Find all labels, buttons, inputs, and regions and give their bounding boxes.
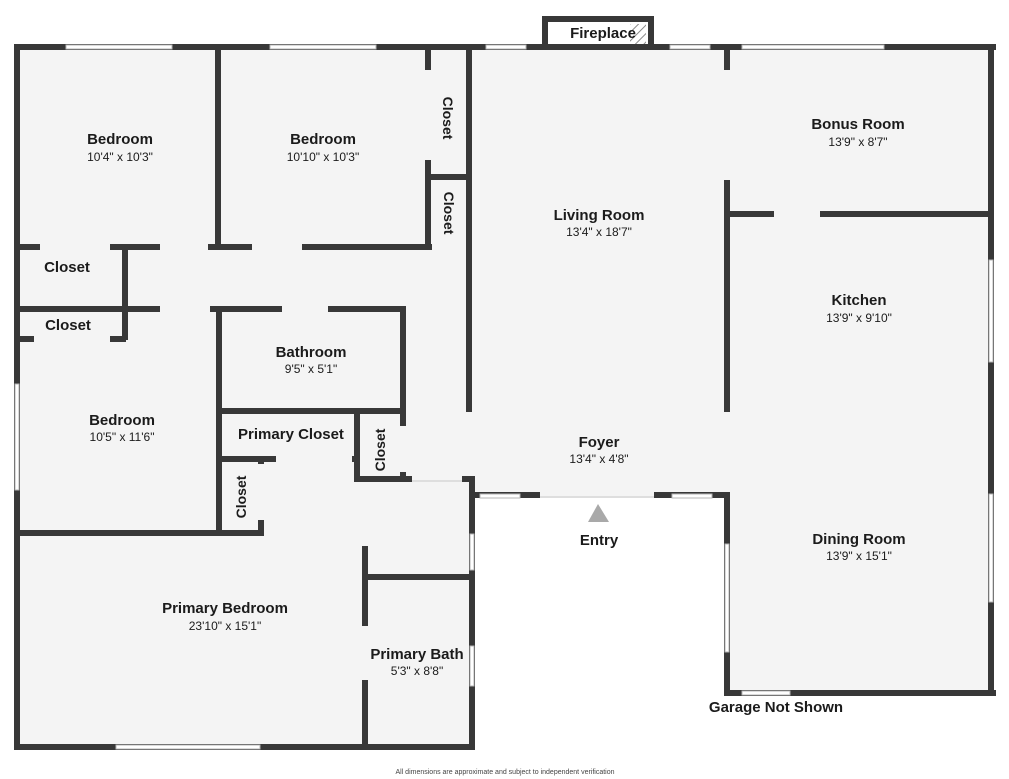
disclaimer: All dimensions are approximate and subje… [395, 769, 614, 776]
living-room-dims: 13'4" x 18'7" [566, 225, 632, 239]
bedroom-2-dims: 10'10" x 10'3" [287, 150, 360, 164]
opening-lines [412, 480, 654, 498]
kitchen-name: Kitchen [831, 292, 886, 309]
floor-area [16, 46, 992, 748]
closet-label-vertical-1: Closet [440, 97, 456, 140]
living-room-name: Living Room [554, 207, 645, 224]
foyer-dims: 13'4" x 4'8" [569, 452, 628, 466]
entry-label: Entry [580, 532, 619, 549]
foyer-name: Foyer [579, 434, 620, 451]
garage-note: Garage Not Shown [709, 699, 843, 716]
bedroom-3-name: Bedroom [89, 412, 155, 429]
primary-bath-dims: 5'3" x 8'8" [391, 664, 443, 678]
dining-room-dims: 13'9" x 15'1" [826, 549, 892, 563]
closet-label-2: Closet [45, 317, 91, 334]
bedroom-1-dims: 10'4" x 10'3" [87, 150, 153, 164]
bonus-room-name: Bonus Room [811, 116, 904, 133]
windows [14, 44, 994, 750]
fireplace [542, 16, 654, 48]
dining-room-name: Dining Room [812, 531, 905, 548]
closet-label-vertical-4: Closet [233, 475, 249, 518]
kitchen-dims: 13'9" x 9'10" [826, 311, 892, 325]
bathroom-name: Bathroom [276, 344, 347, 361]
bonus-room-dims: 13'9" x 8'7" [828, 135, 887, 149]
primary-bedroom-dims: 23'10" x 15'1" [189, 619, 262, 633]
entry-arrow-icon [588, 504, 609, 522]
closet-label-1: Closet [44, 259, 90, 276]
primary-bedroom-name: Primary Bedroom [162, 600, 288, 617]
bedroom-1-name: Bedroom [87, 131, 153, 148]
bathroom-dims: 9'5" x 5'1" [285, 362, 337, 376]
door-openings [34, 70, 820, 680]
primary-bath-name: Primary Bath [370, 646, 463, 663]
bedroom-3-dims: 10'5" x 11'6" [90, 430, 155, 444]
fireplace-label: Fireplace [570, 25, 636, 42]
closet-label-vertical-2: Closet [441, 192, 457, 235]
bedroom-2-name: Bedroom [290, 131, 356, 148]
closet-label-vertical-3: Closet [372, 428, 388, 471]
primary-closet-label: Primary Closet [238, 426, 344, 443]
